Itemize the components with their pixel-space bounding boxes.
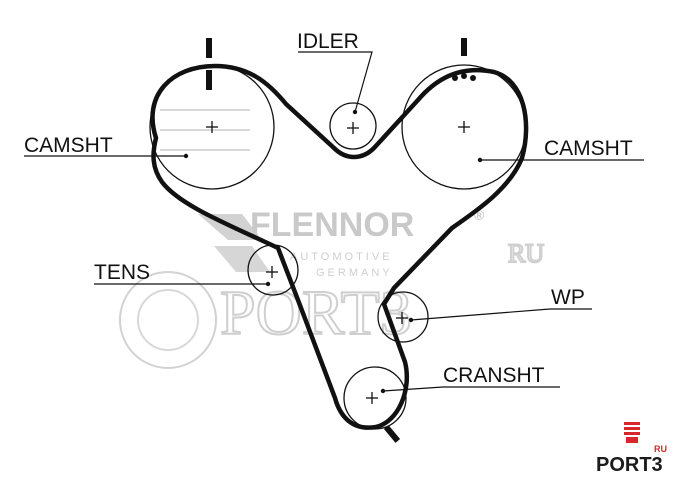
watermark-subtitle-germany: GERMANY	[316, 267, 393, 279]
site-logo-suffix: RU	[654, 444, 667, 454]
label-camshaft-left: CAMSHT	[24, 134, 113, 157]
crankshaft-center-mark	[366, 392, 378, 404]
leader-crankshaft	[382, 386, 560, 392]
label-tensioner: TENS	[94, 261, 150, 284]
watermark: FLENNOR ® AUTOMOTIVE GERMANY PORT3 RU	[119, 109, 545, 369]
camshaft-left-belt-mark	[206, 70, 212, 90]
watermark-brand: FLENNOR	[250, 206, 414, 244]
site-logo-text: PORT3	[596, 454, 663, 476]
label-water-pump: WP	[551, 286, 585, 309]
camshaft-right-dot-3	[470, 75, 476, 81]
watermark-ru: RU	[508, 239, 544, 268]
crankshaft-timing-mark	[383, 425, 401, 443]
camshaft-right-dot-1	[452, 75, 458, 81]
camshaft-right-top-mark	[461, 38, 467, 56]
leader-lines	[24, 51, 644, 392]
camshaft-right-center-mark	[458, 121, 470, 133]
tensioner-center-mark	[266, 266, 278, 278]
timing-belt	[150, 63, 529, 430]
camshaft-right-dot-2	[461, 73, 467, 79]
leader-water-pump	[410, 308, 592, 321]
camshaft-left-top-mark	[206, 38, 212, 58]
watermark-registered: ®	[474, 207, 485, 223]
timing-marks	[206, 38, 476, 443]
idler-center-mark	[347, 122, 359, 134]
label-idler: IDLER	[297, 30, 359, 53]
watermark-subtitle-automotive: AUTOMOTIVE	[290, 251, 393, 263]
idler-pulley	[329, 102, 377, 150]
label-crankshaft: CRANSHT	[443, 364, 545, 387]
piston-icon	[624, 422, 640, 443]
watermark-ports: PORT3	[220, 277, 412, 348]
pulley-centers	[206, 121, 470, 404]
water-pump-center-mark	[396, 312, 408, 324]
site-logo: PORT3 RU	[596, 422, 667, 476]
leader-idler	[298, 51, 373, 113]
label-camshaft-right: CAMSHT	[544, 137, 633, 160]
camshaft-left-center-mark	[206, 121, 218, 133]
leader-dots	[183, 109, 483, 394]
water-pump-pulley	[377, 291, 429, 343]
